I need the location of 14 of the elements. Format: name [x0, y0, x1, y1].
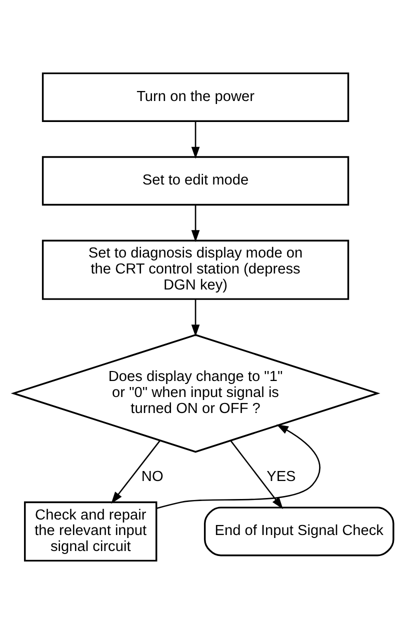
- node-box: Turn on the power: [42, 72, 350, 122]
- edge-label: YES: [266, 468, 296, 485]
- arrow: [191, 122, 200, 159]
- arrow: [156, 424, 320, 510]
- arrow: [111, 440, 161, 504]
- edge-label: NO: [141, 468, 164, 485]
- node-diamond: Does display change to "1" or "0" when input signal is turned ON or OFF ?: [10, 334, 380, 453]
- arrow: [230, 440, 284, 510]
- arrow: [191, 299, 200, 337]
- node-box: Check and repair the relevant input signal circuit: [24, 501, 158, 562]
- node-box: Set to diagnosis display mode on the CRT control station (depress DGN key): [42, 240, 350, 300]
- node-box: End of Input Signal Check: [204, 506, 394, 556]
- arrow: [191, 204, 200, 242]
- node-box: Set to edit mode: [42, 156, 350, 206]
